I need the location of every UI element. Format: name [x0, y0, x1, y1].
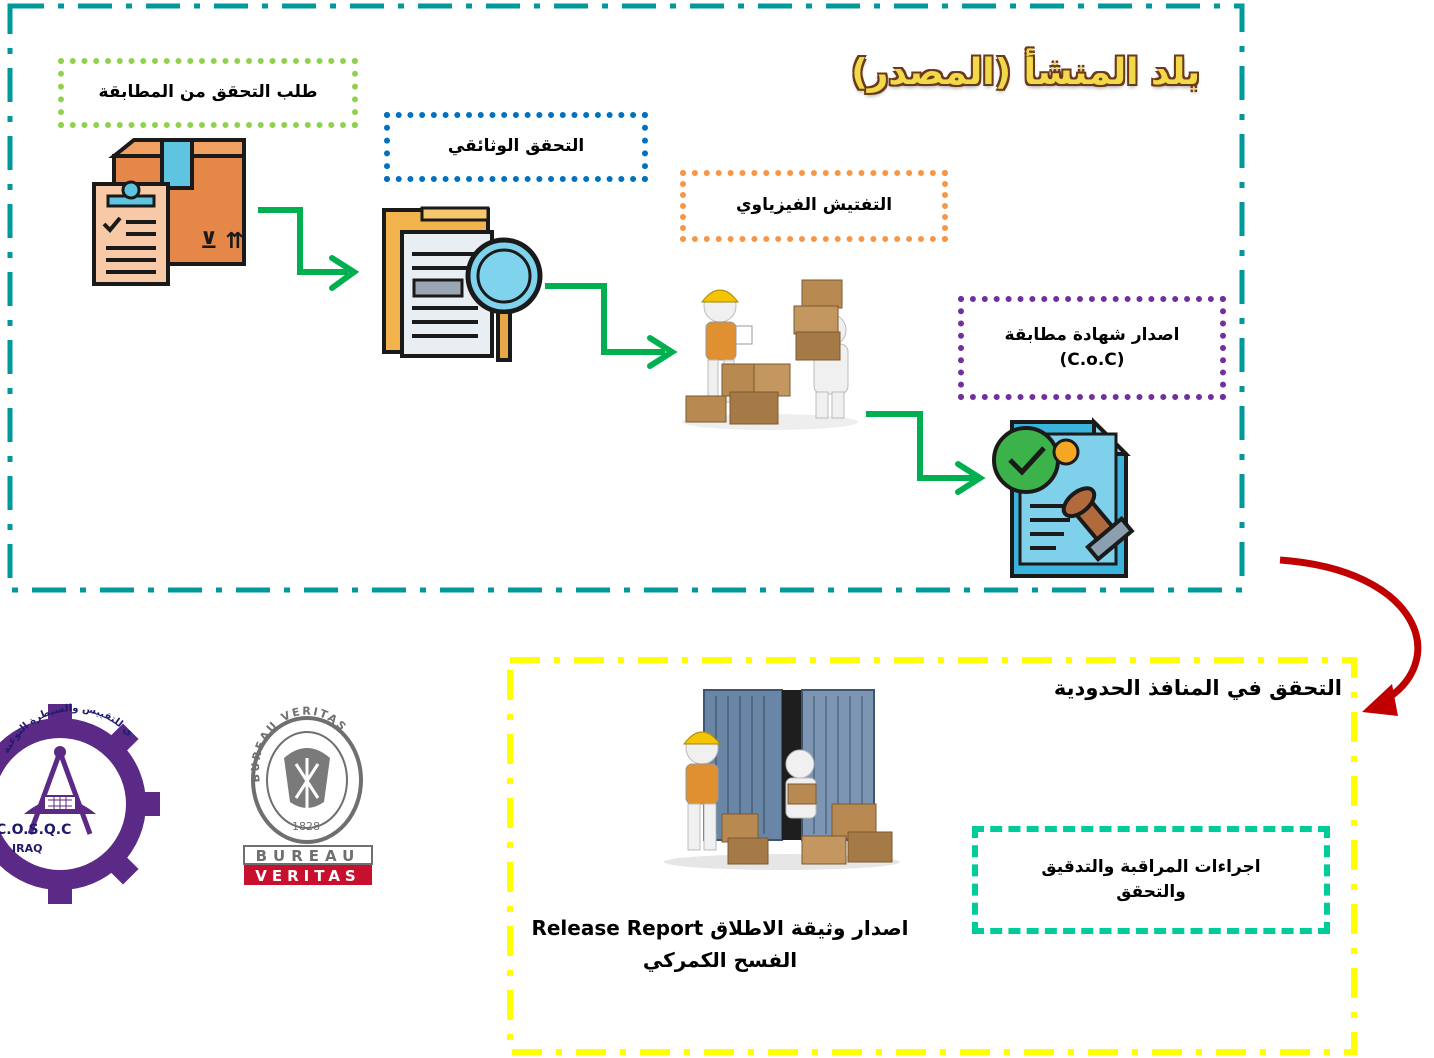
step-request-verification-label: طلب التحقق من المطابقة — [58, 58, 358, 128]
step-issue-coc-label: اصدار شهادة مطابقة (C.o.C) — [958, 296, 1226, 400]
svg-text:⊻ ⇈: ⊻ ⇈ — [200, 229, 244, 254]
workers-boxes-icon — [682, 279, 858, 430]
origin-section-frame — [7, 3, 1245, 593]
flow-arrow-1 — [258, 207, 348, 275]
release-report-text: اصدار وثيقة الاطلاق Release Report الفسح… — [520, 912, 920, 976]
border-section-frame — [507, 657, 1357, 1055]
border-section-title: التحقق في المنافذ الحدودية — [1053, 676, 1342, 700]
flow-arrow-2 — [545, 283, 665, 355]
workers-container-icon — [662, 686, 904, 872]
bv-top-word: BUREAU — [256, 847, 361, 865]
release-line-2: الفسح الكمركي — [642, 948, 798, 972]
certificate-stamp-icon — [992, 417, 1135, 578]
release-line-1: اصدار وثيقة الاطلاق Release Report — [531, 916, 909, 940]
bv-year: 1828 — [292, 820, 320, 833]
procedures-label: اجراءات المراقبة والتدقيق والتحقق — [972, 826, 1330, 934]
cosqc-sub-text: IRAQ — [12, 842, 42, 855]
bureau-veritas-logo: BUREAU VERITAS 1828 BUREAU VERITAS — [243, 705, 373, 885]
flow-arrow-3 — [866, 411, 975, 481]
cosqc-text: C.O.S.Q.C — [0, 822, 71, 838]
document-magnifier-icon — [382, 206, 543, 362]
bv-bottom-word: VERITAS — [255, 867, 360, 885]
cosqc-logo: C.O.S.Q.C IRAQ الجهاز المركزي للتقييس وا… — [0, 686, 160, 904]
section-connector-arrow — [1279, 556, 1422, 703]
step-physical-inspection-label: التفتيش الفيزياوي — [680, 170, 948, 242]
step-document-verification-label: التحقق الوثائقي — [384, 112, 648, 182]
package-checklist-icon: ⊻ ⇈ — [92, 138, 246, 286]
origin-section-title: بلد المنشأ (المصدر) — [851, 52, 1200, 93]
